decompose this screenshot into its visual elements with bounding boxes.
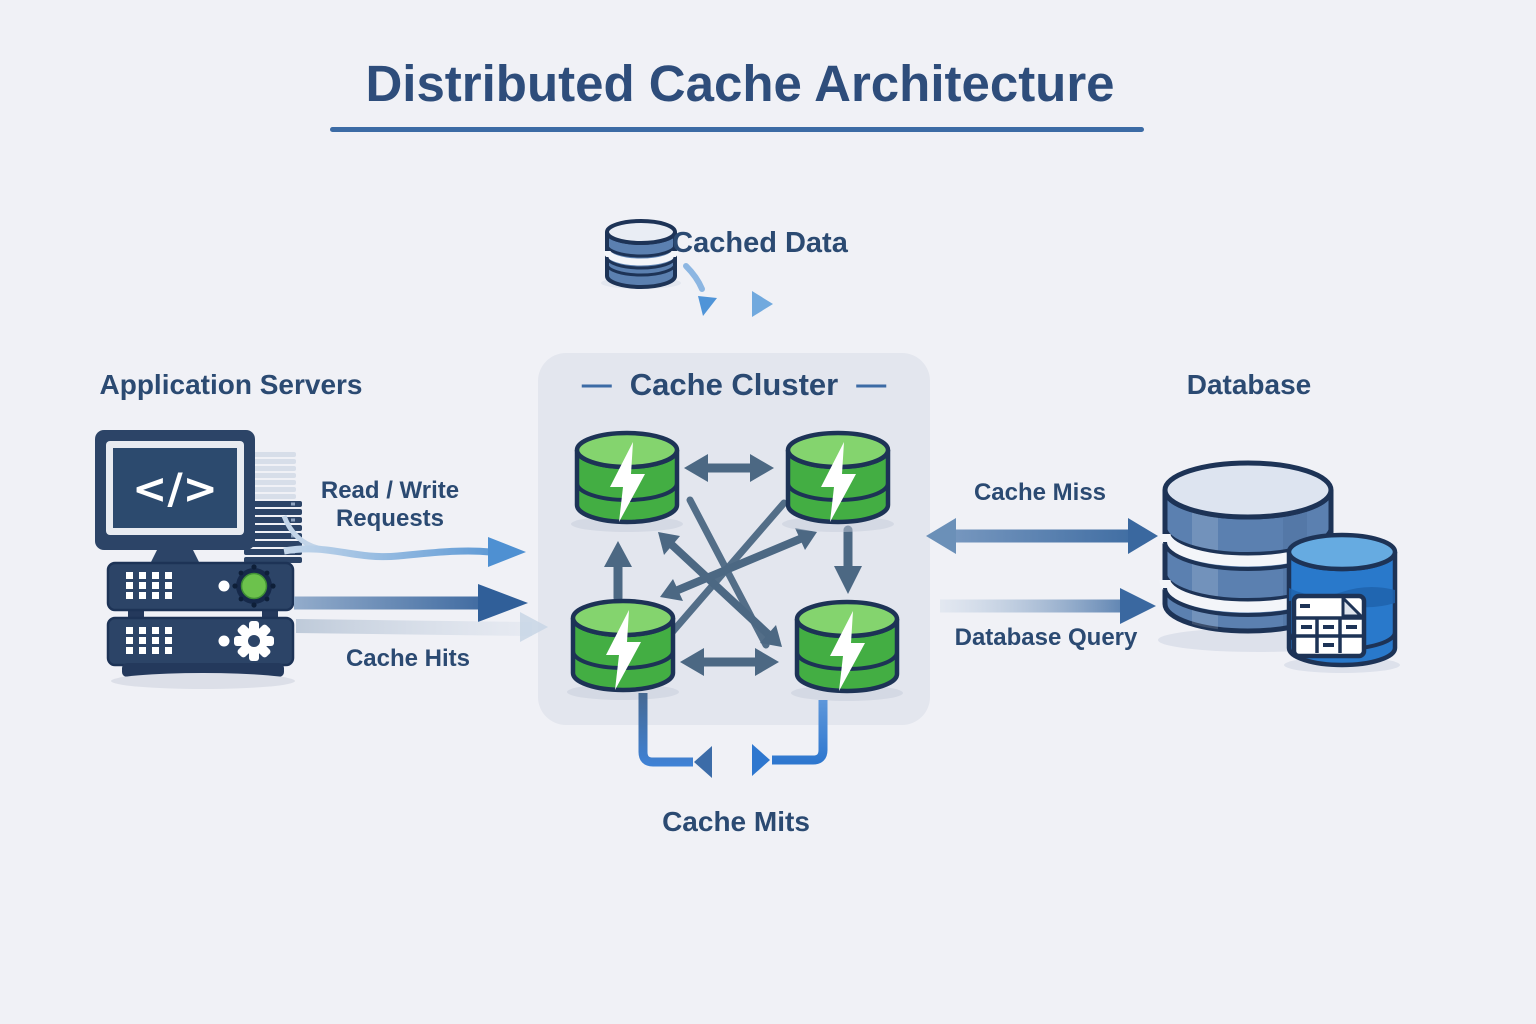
- server-unit-gear-icon: [106, 616, 295, 689]
- gear-icon: [234, 621, 274, 661]
- lightning-bolt-icon: [830, 611, 865, 691]
- cache-miss-arrow: [926, 518, 1158, 554]
- application-servers-label: Application Servers: [99, 369, 363, 400]
- database-query-label: Database Query: [954, 624, 1138, 651]
- database-query-arrow: [940, 588, 1156, 624]
- cache-node-icon: [791, 599, 903, 701]
- cache-mits-label: Cache Mits: [662, 806, 810, 837]
- cached-data-db-icon: [601, 219, 681, 289]
- database-label: Database: [1186, 369, 1312, 400]
- cache-mits-connectors: [638, 693, 828, 778]
- cache-node-icon: [782, 430, 894, 532]
- lightning-bolt-icon: [821, 442, 856, 522]
- title-underline: [330, 127, 1144, 132]
- green-knob-icon: [232, 564, 276, 608]
- cache-node-icon: [567, 598, 679, 700]
- read-write-arrow: [281, 515, 526, 567]
- page-title: Distributed Cache Architecture: [365, 55, 1115, 112]
- database-secondary-icon: [1284, 532, 1400, 673]
- cache-hits-label: Cache Hits: [345, 645, 471, 672]
- lightning-bolt-icon: [610, 442, 645, 522]
- cached-data-label: Cached Data: [672, 227, 848, 259]
- cache-miss-label: Cache Miss: [973, 479, 1107, 506]
- monitor-code-icon: </>: [95, 430, 255, 581]
- cache-cluster-label: — Cache Cluster —: [581, 367, 887, 402]
- server-unit-knob-icon: [106, 561, 295, 620]
- read-write-requests-label: Read / Write Requests: [320, 477, 460, 532]
- lightning-bolt-icon: [606, 610, 641, 690]
- cache-hits-arrow: [294, 584, 548, 642]
- table-sheet-icon: [1291, 593, 1367, 659]
- code-glyph: </>: [132, 464, 218, 513]
- cached-data-flow-arrow: [683, 263, 773, 317]
- application-servers-illustration: </>: [95, 430, 302, 689]
- label-dash-left: —: [581, 368, 612, 401]
- cluster-replication-arrows: [604, 454, 862, 676]
- label-dash-right: —: [856, 368, 887, 401]
- cache-node-icon: [571, 430, 683, 532]
